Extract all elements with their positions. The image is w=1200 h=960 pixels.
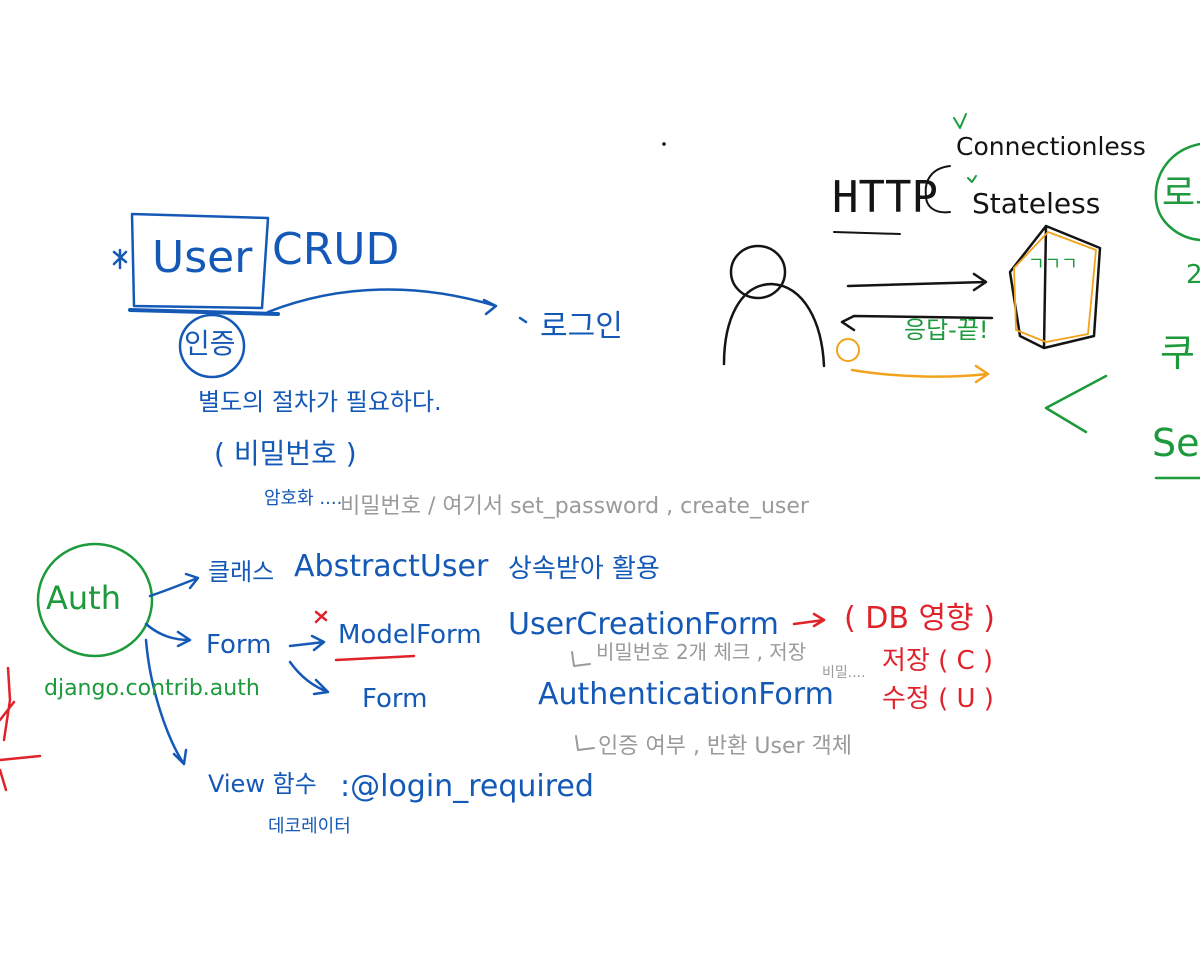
auth-circle-ring (178, 313, 246, 379)
stateless-check (967, 175, 977, 183)
plain-form-label: Form (362, 684, 428, 714)
auth-main-label: Auth (46, 579, 121, 617)
orange-face-icon (836, 338, 860, 362)
house-text: ㄱㄱㄱ (1028, 254, 1078, 275)
auth-note: 인증 여부 , 반환 User 객체 (598, 734, 853, 759)
db-effect-label: ( DB 영향 ) (844, 601, 995, 636)
ucf-to-db-arrow (792, 612, 826, 628)
modelform-label: ModelForm (338, 620, 482, 650)
set-password-note: 비밀번호 / 여기서 set_password , create_user (340, 494, 809, 519)
edit-u-label: 수정 ( U ) (882, 684, 994, 714)
user-to-login-arrow (266, 288, 498, 316)
star-marker (112, 248, 128, 270)
orange-arrow (850, 364, 990, 384)
module-label: django.contrib.auth (44, 676, 260, 701)
pw-small-note: 비밀.... (822, 665, 866, 681)
http-underline (833, 231, 901, 235)
modelform-star (314, 610, 328, 624)
view-label: View 함수 (208, 770, 317, 798)
green-partial-circle (1154, 142, 1200, 242)
auth-note-hook (575, 735, 595, 751)
auth-main-circle-ring (36, 542, 154, 658)
abstract-user-label: AbstractUser (294, 549, 489, 584)
user-box-underline (128, 308, 280, 316)
http-brace (924, 165, 951, 214)
http-label: HTTP (832, 172, 938, 223)
cookie-partial-label: 쿠 (1160, 331, 1195, 375)
auth-to-class-arrow (148, 572, 200, 598)
response-arrow (840, 314, 994, 332)
auth-to-form-arrow (144, 622, 192, 648)
connectionless-check (953, 113, 967, 129)
dot-mark (662, 142, 666, 146)
auth-to-view-arrow (144, 638, 188, 766)
user-creation-form-label: UserCreationForm (508, 607, 779, 642)
red-partial-shape (0, 666, 42, 792)
encrypt-note: 암호화 .... (264, 488, 343, 509)
response-label: 응답-끝! (904, 316, 989, 344)
small-char-label: 2 (1186, 260, 1200, 290)
server-house-highlight (1013, 231, 1097, 343)
login-bullet (518, 316, 528, 324)
save-c-label: 저장 ( C ) (882, 646, 994, 676)
pw-check-hook (571, 651, 591, 667)
modelform-underline (334, 654, 416, 662)
password-note: ( 비밀번호 ) (214, 437, 357, 470)
form-to-modelform-arrow (288, 634, 326, 652)
form-to-plain-form-arrow (288, 660, 330, 696)
decorator-label: 데코레이터 (268, 816, 351, 837)
user-box (130, 212, 270, 310)
request-arrow (846, 272, 988, 292)
green-check-mark (1044, 374, 1108, 434)
authentication-form-label: AuthenticationForm (538, 677, 834, 712)
client-person-icon (722, 244, 826, 368)
connectionless-label: Connectionless (956, 132, 1146, 161)
inherit-note: 상속받아 활용 (508, 554, 660, 584)
auth-circle-label: 인증 (184, 327, 236, 360)
login-required-label: :@login_required (340, 769, 594, 804)
class-label: 클래스 (208, 558, 275, 586)
stateless-label: Stateless (972, 187, 1101, 220)
server-house-icon (1008, 224, 1102, 350)
user-box-label: User (152, 232, 253, 283)
login-partial-label: 로그 (1162, 173, 1200, 214)
pw-check-note: 비밀번호 2개 체크 , 저장 (596, 640, 807, 664)
login-label: 로그인 (540, 309, 623, 344)
procedure-note: 별도의 절차가 필요하다. (198, 388, 442, 416)
session-partial-label: Ses (1152, 421, 1200, 465)
form-label: Form (206, 630, 272, 660)
crud-label: CRUD (272, 224, 400, 275)
